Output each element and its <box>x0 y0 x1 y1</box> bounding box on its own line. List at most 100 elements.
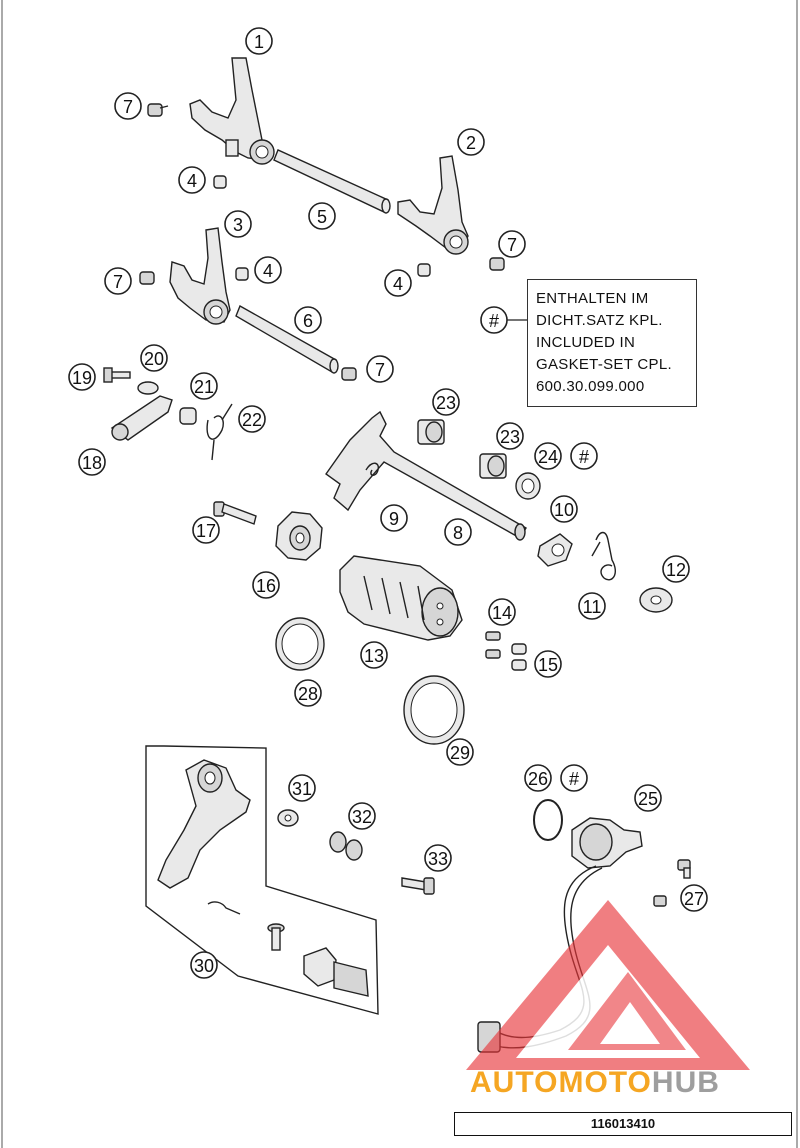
callout-4b: 4 <box>254 256 282 284</box>
callout-28: 28 <box>294 679 322 707</box>
callout-number: 1 <box>254 32 264 52</box>
callout-number: 23 <box>436 393 456 413</box>
callout-number: 31 <box>292 779 312 799</box>
callout-circle <box>140 344 168 372</box>
callout-circle <box>662 555 690 583</box>
callout-circle <box>578 592 606 620</box>
callout-15: 15 <box>534 650 562 678</box>
callout-7d: 7 <box>366 355 394 383</box>
gasket-set-note: ENTHALTEN IM DICHT.SATZ KPL. INCLUDED IN… <box>527 279 697 407</box>
callout-5: 5 <box>308 202 336 230</box>
callout-circle <box>534 442 562 470</box>
spring-7d <box>341 367 357 381</box>
spring-22 <box>206 403 233 461</box>
callout-circle <box>78 448 106 476</box>
callout-1: 1 <box>245 27 273 55</box>
gasket-set-marker-hash2: # <box>570 442 598 470</box>
o-ring-26 <box>533 799 563 841</box>
spring-7b <box>139 271 155 285</box>
callout-circle <box>366 355 394 383</box>
bearing-23b <box>479 453 507 479</box>
callout-circle <box>380 504 408 532</box>
watermark-part2: HUB <box>651 1066 720 1099</box>
callout-25: 25 <box>634 784 662 812</box>
callout-circle <box>444 518 472 546</box>
bushing-21 <box>179 407 197 425</box>
shift-lever-pin <box>267 923 285 951</box>
callout-number: 17 <box>196 521 216 541</box>
sleeve-10 <box>537 533 573 567</box>
shift-fork-3 <box>169 227 231 325</box>
callout-number: # <box>579 447 589 467</box>
callout-circle <box>457 128 485 156</box>
callout-16: 16 <box>252 571 280 599</box>
callout-circle <box>190 372 218 400</box>
callout-circle <box>252 571 280 599</box>
pin-15b <box>511 659 527 671</box>
circlip <box>207 901 241 915</box>
callout-number: 19 <box>72 368 92 388</box>
callout-12: 12 <box>662 555 690 583</box>
callout-number: # <box>489 311 499 331</box>
spring-14b <box>485 649 501 659</box>
callout-9: 9 <box>380 504 408 532</box>
callout-29: 29 <box>446 738 474 766</box>
watermark-text: AUTOMOTOHUB <box>470 1066 720 1100</box>
callout-7a: 7 <box>114 92 142 120</box>
callout-number: 7 <box>113 272 123 292</box>
callout-circle <box>178 166 206 194</box>
callout-circle <box>288 774 316 802</box>
callout-11: 11 <box>578 592 606 620</box>
callout-21: 21 <box>190 372 218 400</box>
callout-8: 8 <box>444 518 472 546</box>
callout-number: 4 <box>187 171 197 191</box>
callout-24: 24 <box>534 442 562 470</box>
callout-number: 28 <box>298 684 318 704</box>
pin-15a <box>511 643 527 655</box>
callout-circle <box>534 650 562 678</box>
callout-circle <box>446 738 474 766</box>
note-line-2: DICHT.SATZ KPL. <box>536 312 663 329</box>
callout-circle <box>570 442 598 470</box>
callout-circle <box>294 306 322 334</box>
diagram-code: 116013410 <box>590 1116 656 1131</box>
lever-18 <box>110 395 173 441</box>
spring-7a <box>147 103 163 117</box>
callout-number: 25 <box>638 789 658 809</box>
callout-circle <box>488 598 516 626</box>
callout-circle <box>348 802 376 830</box>
bolt-17 <box>213 501 257 525</box>
callout-number: 11 <box>583 597 602 617</box>
callout-7b: 7 <box>104 267 132 295</box>
callout-13: 13 <box>360 641 388 669</box>
callout-circle <box>308 202 336 230</box>
callout-number: 30 <box>194 956 214 976</box>
gasket-set-marker-hash3: # <box>560 764 588 792</box>
callout-number: 27 <box>684 889 704 909</box>
callout-circle <box>496 422 524 450</box>
note-line-4: GASKET-SET CPL. <box>536 356 672 373</box>
spring-11 <box>591 531 616 581</box>
detent-wheel-16 <box>275 511 323 561</box>
callout-circle <box>190 951 218 979</box>
callout-circle <box>634 784 662 812</box>
note-line-3: INCLUDED IN <box>536 334 636 351</box>
callout-circle <box>254 256 282 284</box>
callout-33: 33 <box>424 844 452 872</box>
callout-circle <box>524 764 552 792</box>
shift-rail-6 <box>235 304 339 374</box>
callout-7c: 7 <box>498 230 526 258</box>
bushing-4b <box>235 267 249 281</box>
callout-number: 32 <box>352 807 372 827</box>
callout-number: # <box>569 769 579 789</box>
callout-27: 27 <box>680 884 708 912</box>
callout-number: 2 <box>466 133 476 153</box>
shift-lever-tip <box>303 947 369 997</box>
bearing-ring-28 <box>275 617 325 671</box>
callout-number: 23 <box>500 427 520 447</box>
callout-number: 4 <box>393 274 403 294</box>
callout-26: 26 <box>524 764 552 792</box>
callout-22: 22 <box>238 405 266 433</box>
callout-circle <box>384 269 412 297</box>
